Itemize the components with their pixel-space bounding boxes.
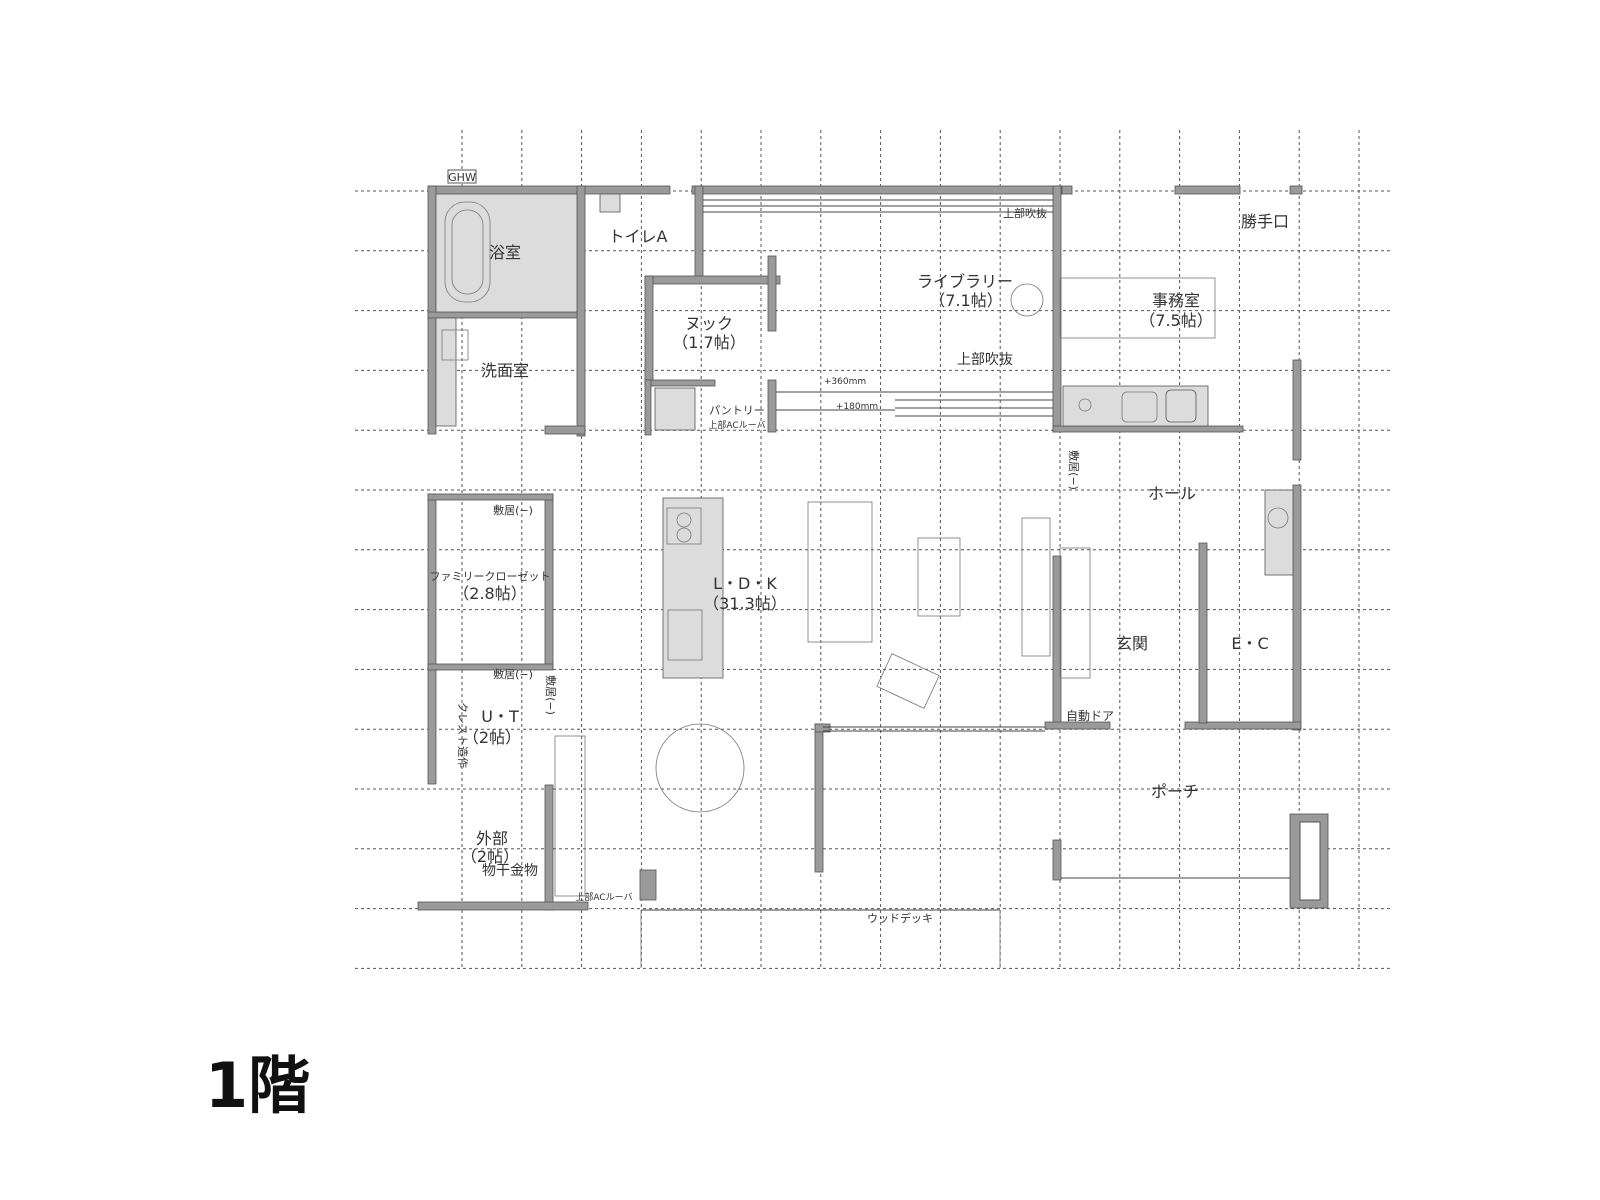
room-entrance: 玄関 <box>1116 634 1148 653</box>
room-ec: E・C <box>1231 634 1268 653</box>
room-family-closet-area: （2.8帖） <box>453 584 526 603</box>
note-ac-louver-deck: 上部ACルーバ <box>575 891 632 903</box>
room-outside-area: （2帖） <box>461 847 519 866</box>
annotations: 上部吹抜 上部吹抜 +360mm +180mm 上部ACルーバ 上部ACルーバ … <box>456 206 1114 903</box>
room-ut: U・T <box>481 707 519 726</box>
room-family-closet: ファミリークローゼット <box>430 570 551 583</box>
room-hall: ホール <box>1148 484 1196 503</box>
room-ut-area: （2帖） <box>463 728 521 747</box>
room-office-area: （7.5帖） <box>1139 311 1212 330</box>
note-ac-louver-pantry: 上部ACルーバ <box>708 419 765 431</box>
room-labels: 浴室 トイレA ライブラリー （7.1帖） 事務室 （7.5帖） 勝手口 ヌック… <box>430 212 1290 925</box>
room-washroom: 洗面室 <box>481 361 529 380</box>
room-outside: 外部 <box>476 829 508 848</box>
room-back-door: 勝手口 <box>1241 212 1289 231</box>
note-auto-door: 自動ドア <box>1066 709 1114 723</box>
floor-title: 1階 <box>205 1049 311 1122</box>
note-void-upper-small: 上部吹抜 <box>1003 206 1047 220</box>
note-void-upper: 上部吹抜 <box>957 352 1013 368</box>
note-sill-2: 敷居(−) <box>493 667 533 681</box>
room-bath: 浴室 <box>489 243 521 262</box>
room-office: 事務室 <box>1152 291 1200 310</box>
room-ldk-area: （31.3帖） <box>703 594 787 613</box>
note-sill-4: 敷居(−) <box>1067 450 1081 490</box>
room-wood-deck: ウッドデッキ <box>867 911 933 925</box>
room-nook-area: （1.7帖） <box>672 333 745 352</box>
ghw-tag <box>447 169 477 184</box>
walls <box>417 185 1329 911</box>
room-library-area: （7.1帖） <box>929 291 1002 310</box>
note-step-360: +360mm <box>824 377 866 387</box>
note-sill-1: 敷居(−) <box>493 503 533 517</box>
note-sill-3: 敷居(−) <box>544 675 558 715</box>
note-drying-hardware: 物干金物 <box>482 863 538 879</box>
room-ldk: L・D・K <box>713 574 777 593</box>
room-nook: ヌック <box>685 314 733 333</box>
room-porch: ポーチ <box>1151 782 1199 801</box>
fixtures <box>435 193 1294 897</box>
grid-lines <box>355 130 1390 970</box>
room-pantry: パントリー <box>709 404 765 417</box>
note-step-180: +180mm <box>836 402 878 412</box>
stairs <box>640 199 1290 968</box>
room-library: ライブラリー <box>917 272 1013 291</box>
ghw-label: GHW <box>448 171 476 184</box>
room-toilet: トイレA <box>609 227 668 246</box>
note-crest-builtin: クレスト造作 <box>456 702 470 768</box>
